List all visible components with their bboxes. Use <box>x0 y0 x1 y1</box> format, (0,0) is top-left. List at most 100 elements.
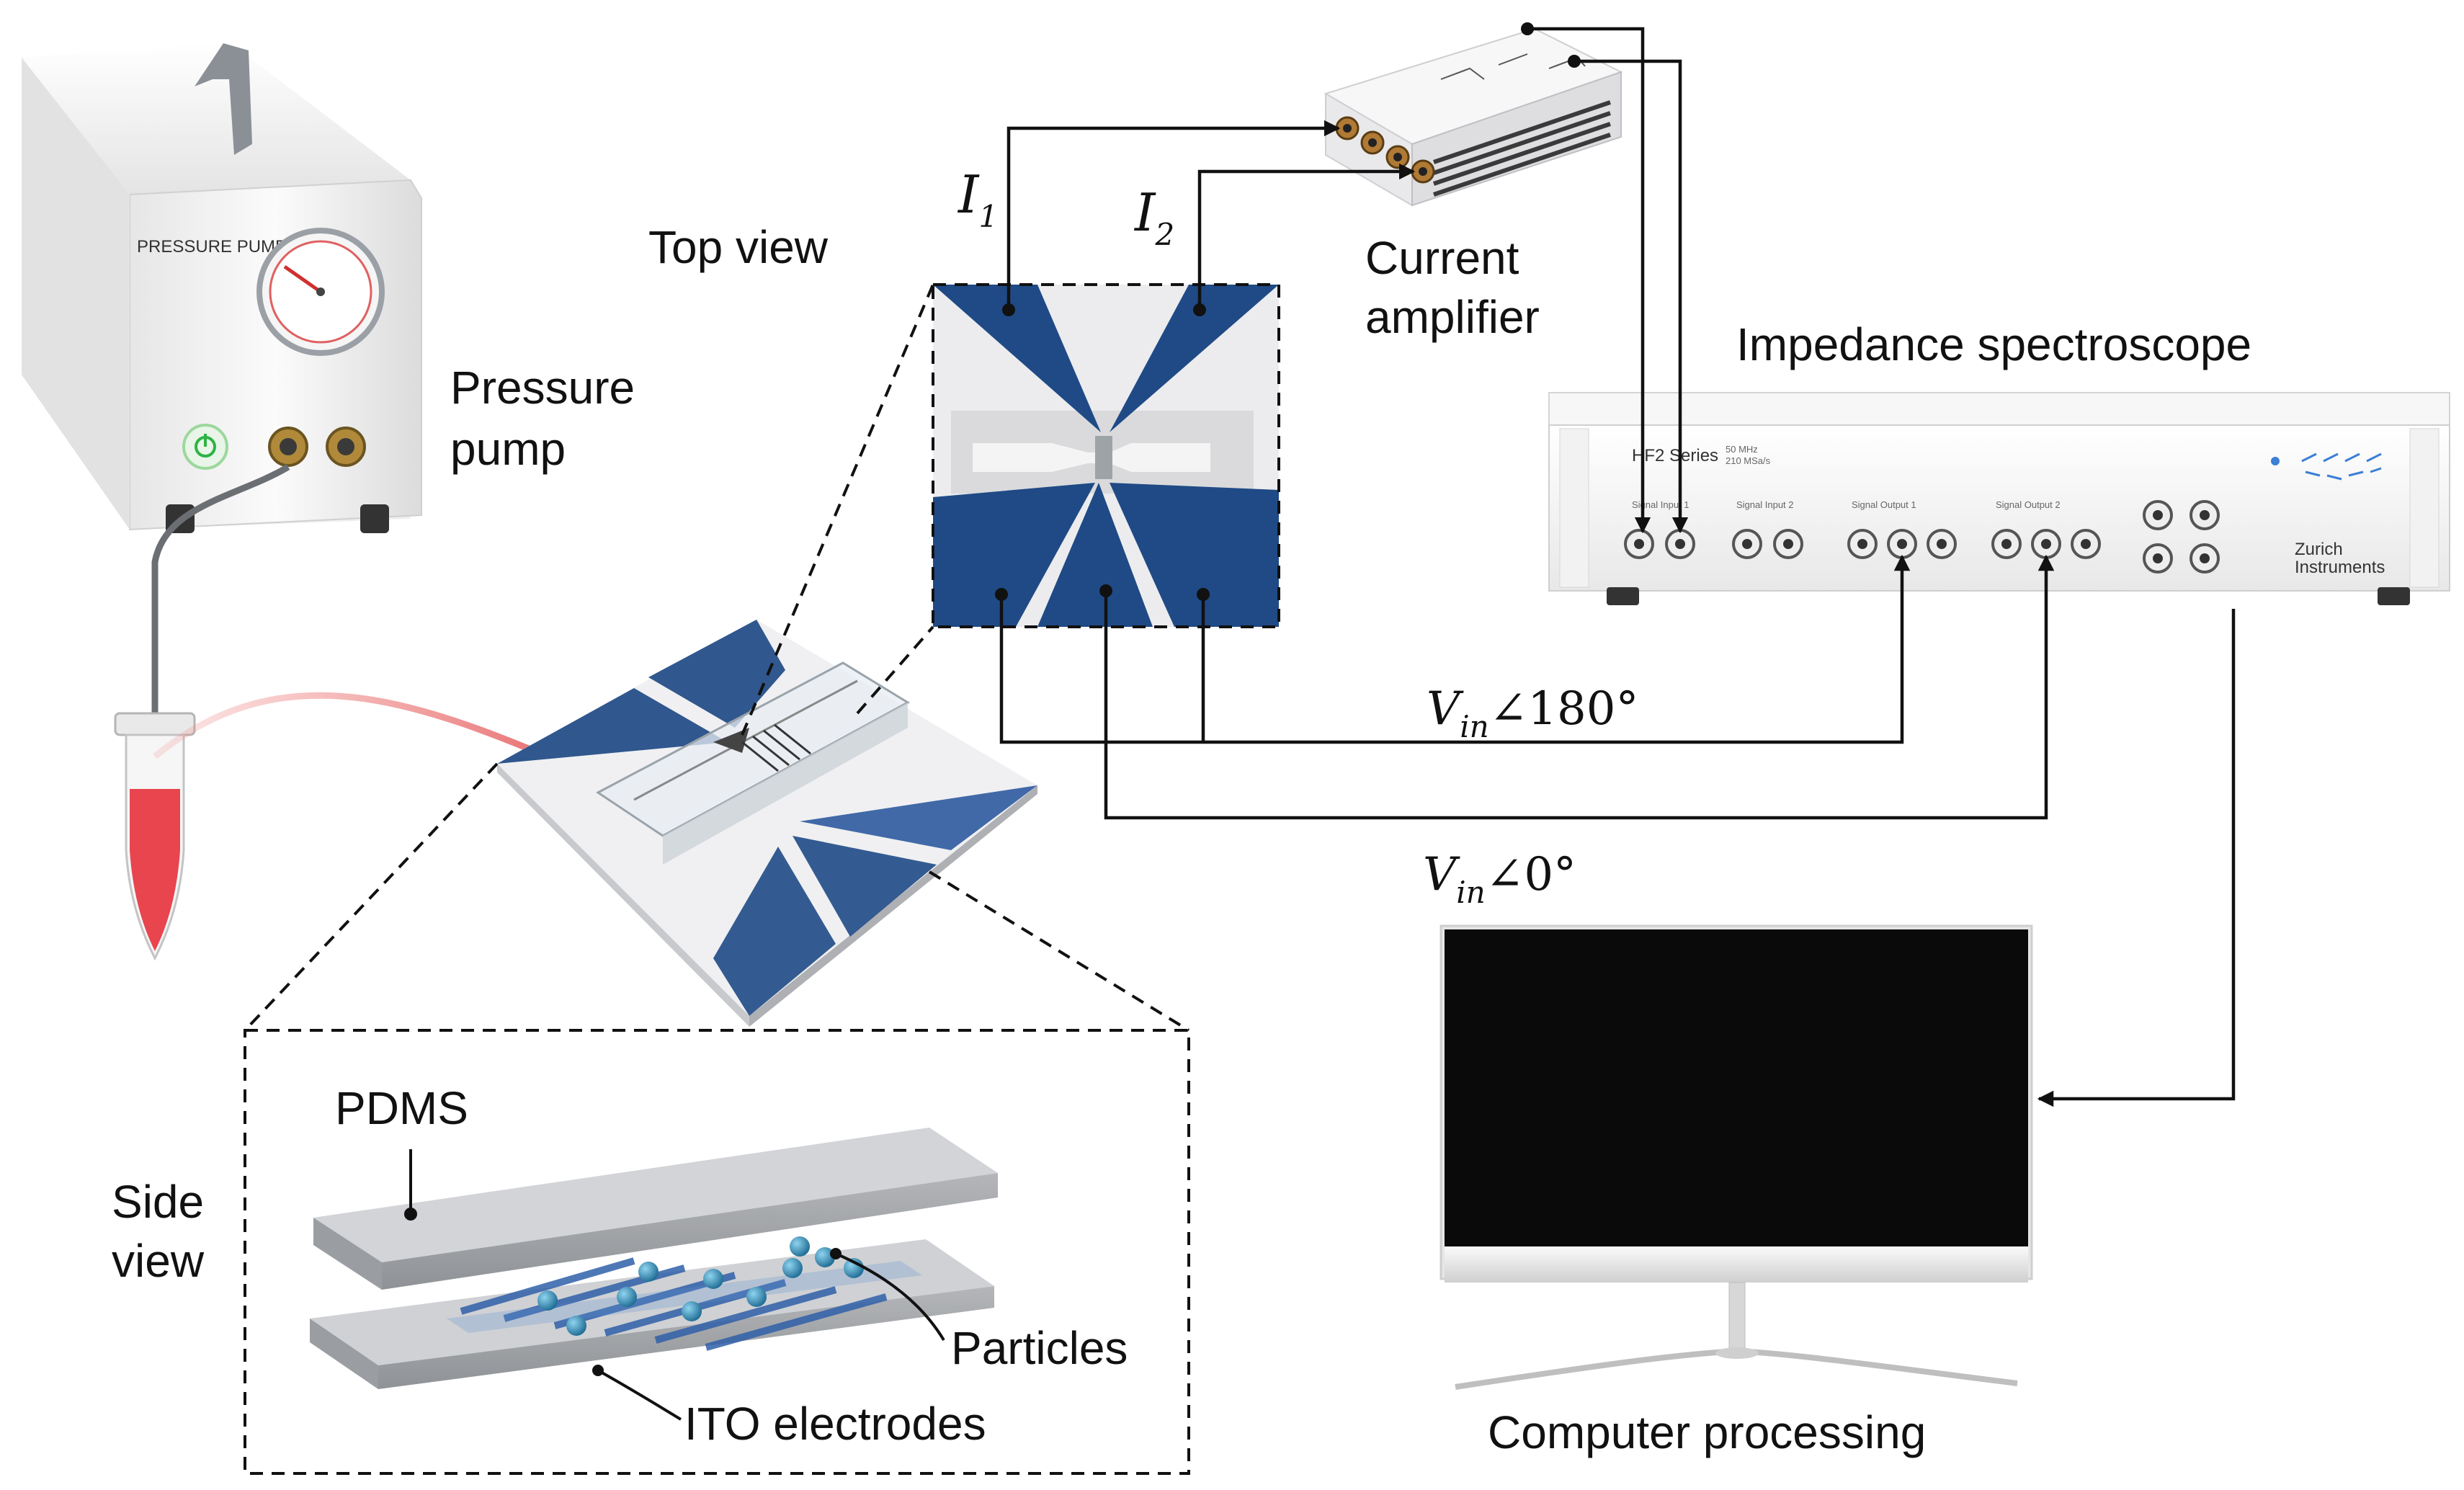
sample-tube <box>114 712 196 961</box>
wire-amplifier-to-input1 <box>1527 27 1651 534</box>
pdms-top-layer <box>313 1128 998 1262</box>
amplifier-connector <box>1411 159 1435 184</box>
electrode-bottom-left <box>933 483 1095 627</box>
power-icon[interactable] <box>182 424 228 470</box>
wire-i2-to-amplifier <box>1197 163 1416 310</box>
pump-outlet-port <box>268 427 308 467</box>
bnc-connector[interactable] <box>2031 529 2061 559</box>
electrode-bottom-right <box>1110 483 1279 627</box>
bnc-connector[interactable] <box>2071 529 2101 559</box>
chip-electrode <box>713 847 836 1016</box>
bnc-connector[interactable] <box>1991 529 2022 559</box>
pdms-top-layer-edge <box>382 1173 998 1290</box>
svg-text:I1: I1 <box>957 164 998 234</box>
air-tubing <box>151 464 290 728</box>
svg-text:Vin∠0°: Vin∠0° <box>1423 848 1576 910</box>
microfluidic-chip <box>497 620 1037 1027</box>
vin-0-label: Vin∠0° <box>1423 848 1576 910</box>
sample-liquid <box>130 789 180 951</box>
side-view-label-line1: Side <box>112 1176 204 1228</box>
bnc-connector[interactable] <box>1847 529 1878 559</box>
pump-outlet-port <box>326 427 366 467</box>
pump-foot <box>360 504 389 533</box>
pump-panel-label: PRESSURE PUMP <box>137 237 287 256</box>
brand-name-line2: Instruments <box>2295 558 2385 577</box>
spectroscope-front-panel <box>1548 424 2450 592</box>
i2-label: I2 <box>1133 182 1174 252</box>
current-amplifier-label-line2: amplifier <box>1365 291 1540 343</box>
spectroscope-spec-line2: 210 MSa/s <box>1726 455 1771 466</box>
bnc-connector[interactable] <box>1665 529 1695 559</box>
bnc-connector[interactable] <box>2190 500 2220 530</box>
wire-spectroscope-to-computer <box>2037 609 2236 1107</box>
signal-input-1-label: Signal Input 1 <box>1632 499 1689 510</box>
computer-monitor <box>1439 924 2033 1390</box>
chip-electrode <box>800 785 1037 850</box>
callout-line <box>741 284 934 736</box>
bottom-substrate-top <box>310 1239 994 1365</box>
amplifier-connector <box>1360 130 1385 155</box>
brand-name-line1: Zurich <box>2295 540 2343 559</box>
impedance-spectroscope-label: Impedance spectroscope <box>1736 318 2251 370</box>
wire-amplifier-to-input2 <box>1574 59 1689 534</box>
callout-line <box>244 762 499 1032</box>
electrode-i1 <box>933 285 1101 432</box>
impedance-spectroscope: HF2 Series 50 MHz 210 MSa/s Signal Input… <box>1548 392 2450 605</box>
callout-line <box>856 625 934 715</box>
bnc-connector[interactable] <box>1773 529 1803 559</box>
pressure-pump-label-line2: pump <box>450 423 566 475</box>
bnc-connector[interactable] <box>2143 500 2173 530</box>
top-view-label: Top view <box>648 221 829 273</box>
particles-pointer <box>835 1252 945 1342</box>
monitor-screen <box>1445 929 2028 1246</box>
pump-handle <box>195 43 252 155</box>
pressure-pump-label-line1: Pressure <box>450 362 635 414</box>
bnc-connector[interactable] <box>1732 529 1762 559</box>
signal-input-2-label: Signal Input 2 <box>1736 499 1794 510</box>
electrode-i2 <box>1110 285 1279 432</box>
bnc-connector[interactable] <box>2190 543 2220 574</box>
electrode-bottom-middle <box>1037 483 1153 627</box>
bnc-connector[interactable] <box>1887 529 1917 559</box>
ito-pointer <box>597 1369 682 1421</box>
pump-body-left <box>22 58 130 530</box>
svg-text:Vin∠180°: Vin∠180° <box>1427 682 1638 744</box>
pressure-pump: PRESSURE PUMP Pressure pump <box>22 43 635 533</box>
side-view-label-line2: view <box>112 1235 205 1287</box>
spectroscope-series-label: HF2 Series <box>1632 446 1718 465</box>
vin-180-label: Vin∠180° <box>1427 682 1638 744</box>
pdms-label: PDMS <box>335 1082 468 1134</box>
particles <box>537 1236 864 1336</box>
signal-output-2-label: Signal Output 2 <box>1996 499 2061 510</box>
spectroscope-spec-line1: 50 MHz <box>1726 444 1758 455</box>
amplifier-connector <box>1335 116 1360 140</box>
wire-output1-vin180 <box>999 554 1911 744</box>
particles-label: Particles <box>951 1322 1128 1374</box>
amplifier-connector <box>1385 145 1410 169</box>
svg-text:I2: I2 <box>1133 182 1174 252</box>
bnc-connector[interactable] <box>1624 529 1654 559</box>
computer-processing-label: Computer processing <box>1488 1406 1926 1458</box>
signal-output-1-label: Signal Output 1 <box>1852 499 1916 510</box>
i1-label: I1 <box>957 164 998 234</box>
ito-electrodes-label: ITO electrodes <box>684 1398 986 1450</box>
brand-logo-icon <box>2301 452 2382 481</box>
side-view-border <box>244 1029 1190 1475</box>
wire-i1-to-amplifier <box>1006 120 1341 310</box>
top-view-panel <box>932 283 1280 628</box>
wire-output2-vin0 <box>1104 554 2055 820</box>
current-amplifier-label-line1: Current <box>1365 232 1519 284</box>
chip-electrode <box>793 836 937 937</box>
status-led <box>2271 457 2280 465</box>
top-view-border <box>932 283 1280 628</box>
chip-electrode <box>648 620 785 728</box>
callout-line <box>928 870 1190 1032</box>
gauge-icon <box>256 228 385 356</box>
bnc-connector[interactable] <box>1927 529 1957 559</box>
pump-body-top <box>22 43 411 195</box>
side-view-illustration <box>310 1128 998 1421</box>
bnc-connector[interactable] <box>2143 543 2173 574</box>
chip-electrode <box>497 688 728 764</box>
